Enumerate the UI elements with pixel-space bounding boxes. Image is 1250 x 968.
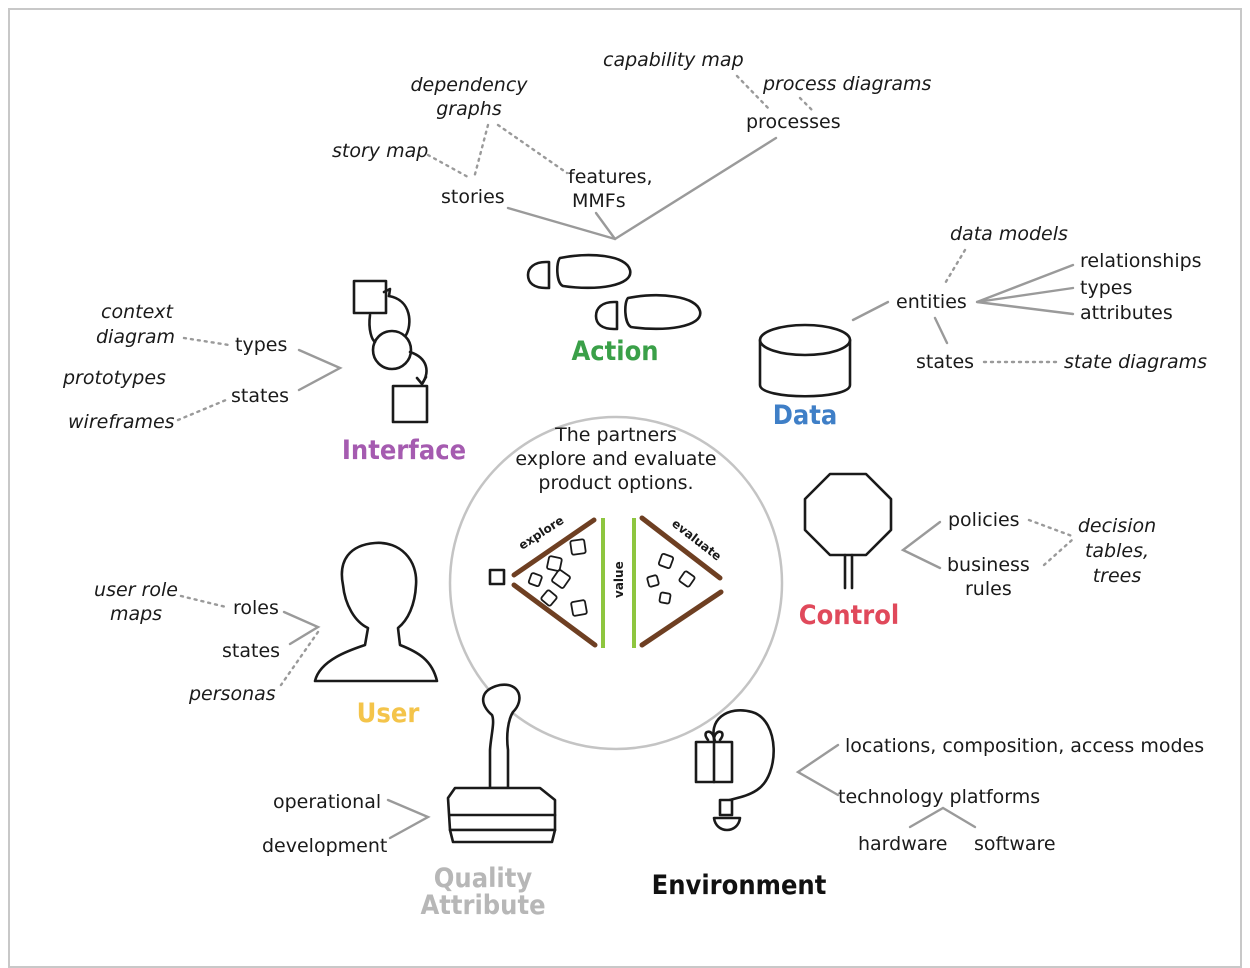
- entities-attributes-line: [975, 300, 1075, 316]
- story-map-dotted: [426, 153, 470, 179]
- center-text-line1: The partners: [554, 424, 677, 446]
- business-rules-line1: business: [947, 554, 1030, 576]
- personas-dotted: [279, 630, 320, 687]
- prototypes-label: prototypes: [62, 367, 166, 389]
- data-group: Data entities data models relationships …: [758, 223, 1207, 431]
- rubber-stamp-icon: [446, 683, 557, 844]
- explore-option-boxes: [527, 538, 588, 617]
- dependency-stories-dotted: [472, 123, 490, 180]
- processes-label: processes: [746, 111, 841, 133]
- state-diagrams-label: state diagrams: [1064, 351, 1207, 373]
- center-text-line2: explore and evaluate: [515, 448, 716, 470]
- entities-label: entities: [896, 291, 967, 313]
- quality-title-line1: Quality: [434, 863, 533, 894]
- data-title: Data: [773, 400, 838, 431]
- database-icon: [758, 323, 852, 398]
- hardware-label: hardware: [858, 833, 948, 855]
- footprints-icon: [526, 253, 702, 331]
- option-box: [488, 568, 506, 586]
- roles-label: roles: [233, 597, 279, 619]
- data-models-label: data models: [950, 223, 1068, 245]
- user-group: User user role maps roles states persona…: [94, 541, 439, 729]
- business-rules-line2: rules: [965, 578, 1012, 600]
- operational-label: operational: [273, 791, 381, 813]
- dependency-graphs-line2: graphs: [436, 98, 502, 120]
- process-diagrams-dotted: [798, 96, 814, 112]
- decision-line3: trees: [1093, 565, 1142, 587]
- user-head-icon: [313, 541, 439, 683]
- policies-label: policies: [948, 509, 1020, 531]
- flow-diagram-icon: [352, 279, 429, 424]
- control-branch-lines: [900, 520, 942, 570]
- interface-types-label: types: [235, 334, 287, 356]
- decision-line2: tables,: [1085, 540, 1149, 562]
- stories-label: stories: [441, 186, 505, 208]
- features-line2: MMFs: [572, 190, 626, 212]
- interface-branch-lines: [297, 348, 343, 392]
- decision-line1: decision: [1078, 515, 1156, 537]
- explore-lower-edge: [511, 582, 598, 648]
- center-text-line3: product options.: [538, 472, 693, 494]
- value-label: value: [612, 561, 626, 598]
- attributes-label: attributes: [1080, 302, 1173, 324]
- action-features-line: [594, 211, 617, 241]
- user-role-maps-line1: user role: [94, 579, 178, 601]
- entities-fan-lines: [976, 263, 1075, 304]
- interface-states-label: states: [231, 385, 289, 407]
- user-role-maps-line2: maps: [110, 603, 162, 625]
- software-label: software: [974, 833, 1056, 855]
- business-rules-dotted: [1042, 538, 1074, 567]
- stop-sign-icon: [803, 472, 893, 590]
- data-states-label: states: [916, 351, 974, 373]
- clamp-gift-icon: [694, 709, 775, 832]
- locations-label: locations, composition, access modes: [845, 735, 1204, 757]
- relationships-label: relationships: [1080, 250, 1202, 272]
- types-label: types: [1080, 277, 1132, 299]
- process-diagrams-label: process diagrams: [762, 73, 931, 95]
- entities-states-line: [933, 316, 949, 345]
- context-diagram-line2: diagram: [96, 326, 175, 348]
- center-circle: [448, 415, 784, 751]
- development-label: development: [262, 835, 387, 857]
- user-role-dotted: [179, 594, 228, 609]
- policies-dotted: [1027, 518, 1074, 538]
- data-models-dotted: [942, 248, 967, 287]
- action-title: Action: [571, 336, 658, 367]
- environment-group: Environment locations, composition, acce…: [652, 709, 1204, 901]
- user-states-label: states: [222, 640, 280, 662]
- wireframes-label: wireframes: [68, 411, 175, 433]
- data-entities-line: [851, 300, 890, 322]
- dependency-features-dotted: [496, 123, 569, 175]
- center-circle-group: The partners explore and evaluate produc…: [448, 415, 784, 751]
- quality-group: Quality Attribute operational developmen…: [262, 683, 557, 921]
- explore-upper-edge: [511, 517, 597, 578]
- capability-map-label: capability map: [603, 49, 744, 71]
- context-diagram-line1: context: [101, 301, 174, 323]
- interface-group: Interface context diagram types prototyp…: [62, 279, 466, 466]
- dependency-graphs-line1: dependency: [410, 74, 528, 96]
- environment-branch-lines: [795, 743, 840, 797]
- evaluate-option-boxes: [646, 552, 696, 605]
- platforms-branch-lines: [908, 806, 977, 829]
- personas-label: personas: [188, 683, 276, 705]
- interface-title: Interface: [342, 435, 466, 466]
- user-title: User: [357, 698, 420, 729]
- evaluate-upper-edge: [639, 515, 723, 581]
- features-line1: features,: [568, 166, 653, 188]
- quality-title-line2: Attribute: [420, 890, 545, 921]
- user-branch-lines: [282, 610, 321, 646]
- action-branch-lines: [506, 136, 778, 241]
- control-title: Control: [799, 600, 899, 631]
- technology-platforms-label: technology platforms: [838, 786, 1040, 808]
- wireframes-dotted: [176, 398, 228, 422]
- evaluate-lower-edge: [639, 589, 724, 648]
- context-dotted: [182, 336, 231, 347]
- story-map-label: story map: [332, 140, 428, 162]
- action-group: Action capability map process diagrams p…: [332, 49, 931, 367]
- quality-branch-lines: [386, 798, 431, 840]
- control-group: Control policies business rules decision…: [799, 472, 1156, 631]
- capability-dotted: [735, 74, 772, 112]
- environment-title: Environment: [652, 870, 827, 901]
